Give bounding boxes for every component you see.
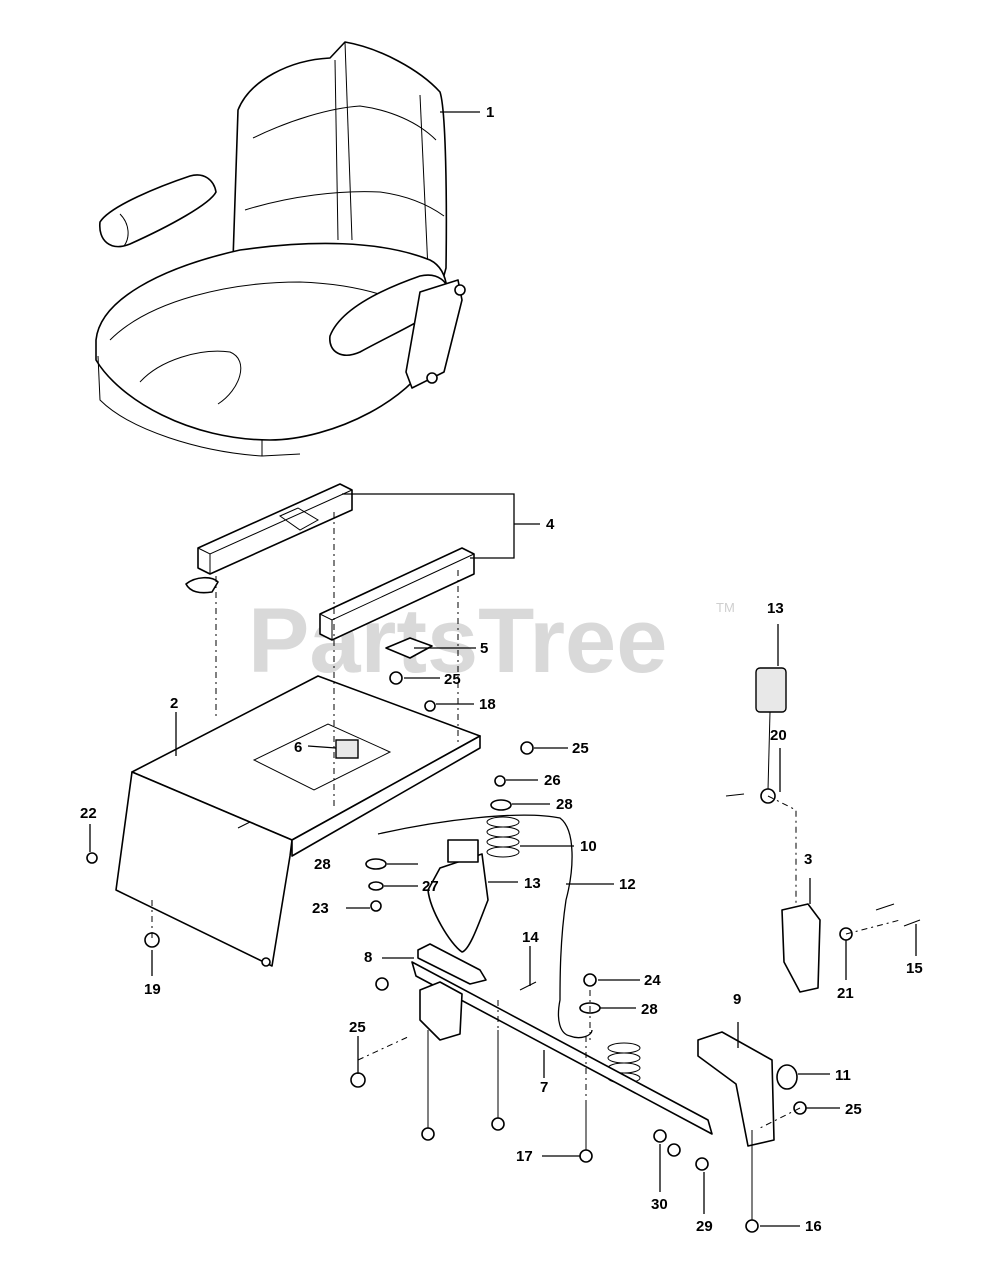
callout-27[interactable]: 27 bbox=[422, 878, 439, 895]
callout-13-belt[interactable]: 13 bbox=[767, 600, 784, 617]
callout-25-b[interactable]: 25 bbox=[572, 740, 589, 757]
callout-19[interactable]: 19 bbox=[144, 981, 161, 998]
callout-24[interactable]: 24 bbox=[644, 972, 661, 989]
callout-4[interactable]: 4 bbox=[546, 516, 555, 533]
mount-bracket-part[interactable] bbox=[697, 903, 821, 1147]
callout-14[interactable]: 14 bbox=[522, 929, 539, 946]
seat-pan-part[interactable] bbox=[115, 675, 481, 967]
callout-3[interactable]: 3 bbox=[804, 851, 812, 868]
callout-12[interactable]: 12 bbox=[619, 876, 636, 893]
callout-28-b[interactable]: 28 bbox=[314, 856, 331, 873]
cable-part[interactable] bbox=[377, 814, 593, 1039]
hardware-set bbox=[86, 671, 853, 1115]
callout-17[interactable]: 17 bbox=[516, 1148, 533, 1165]
watermark-tm: TM bbox=[716, 600, 735, 615]
callout-28-a[interactable]: 28 bbox=[556, 796, 573, 813]
callout-25-a[interactable]: 25 bbox=[444, 671, 461, 688]
leader-lines bbox=[89, 111, 917, 1227]
callout-20[interactable]: 20 bbox=[770, 727, 787, 744]
callout-7[interactable]: 7 bbox=[540, 1079, 548, 1096]
callout-8[interactable]: 8 bbox=[364, 949, 372, 966]
callout-23[interactable]: 23 bbox=[312, 900, 329, 917]
bracket-part[interactable] bbox=[385, 637, 433, 659]
callout-26[interactable]: 26 bbox=[544, 772, 561, 789]
seat-belt-part[interactable] bbox=[427, 667, 787, 953]
callout-11[interactable]: 11 bbox=[835, 1067, 851, 1084]
callout-25-d[interactable]: 25 bbox=[845, 1101, 862, 1118]
callout-15[interactable]: 15 bbox=[906, 960, 923, 977]
seat-frame-bar-part[interactable] bbox=[411, 943, 713, 1135]
callout-2[interactable]: 2 bbox=[170, 695, 178, 712]
callout-21[interactable]: 21 bbox=[837, 985, 854, 1002]
callout-16[interactable]: 16 bbox=[805, 1218, 822, 1235]
seat-rails-part[interactable] bbox=[185, 483, 475, 641]
callout-6[interactable]: 6 bbox=[294, 739, 302, 756]
callout-9[interactable]: 9 bbox=[733, 991, 741, 1008]
callout-labels: 1 2 3 4 5 6 7 8 9 10 11 12 13 13 14 15 1… bbox=[80, 104, 923, 1235]
callout-22[interactable]: 22 bbox=[80, 805, 97, 822]
seat-switch-part[interactable] bbox=[335, 739, 359, 759]
callout-1[interactable]: 1 bbox=[486, 104, 494, 121]
callout-30[interactable]: 30 bbox=[651, 1196, 668, 1213]
bolt-set bbox=[421, 793, 921, 1233]
callout-10[interactable]: 10 bbox=[580, 838, 597, 855]
callout-29[interactable]: 29 bbox=[696, 1218, 713, 1235]
callout-25-c[interactable]: 25 bbox=[349, 1019, 366, 1036]
center-lines bbox=[151, 512, 901, 1210]
callout-28-c[interactable]: 28 bbox=[641, 1001, 658, 1018]
seat-part[interactable] bbox=[95, 41, 466, 457]
callout-18[interactable]: 18 bbox=[479, 696, 496, 713]
callout-5[interactable]: 5 bbox=[480, 640, 488, 657]
callout-13-receptacle[interactable]: 13 bbox=[524, 875, 541, 892]
